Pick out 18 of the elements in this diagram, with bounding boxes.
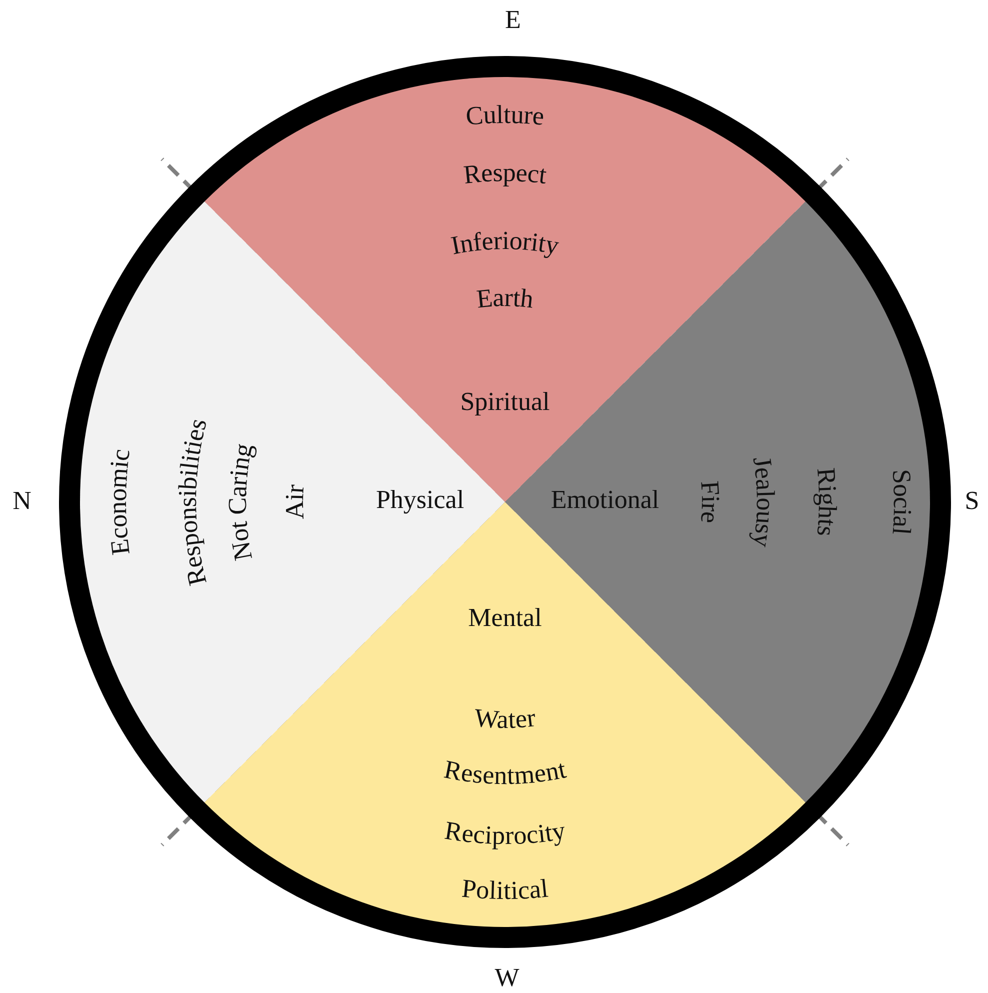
ring-label: Earth — [475, 282, 535, 314]
ring-label: Resentment — [442, 754, 568, 790]
ring-label: Respect — [462, 158, 548, 190]
compass-letter: N — [12, 486, 32, 515]
ring-label: Water — [473, 702, 538, 734]
ring-label: Culture — [464, 100, 546, 131]
quadrant-label: Spiritual — [460, 386, 550, 416]
ring-label: Air — [280, 484, 310, 520]
ring-label: Inferiority — [448, 226, 562, 260]
quadrant-label: Emotional — [550, 484, 660, 514]
ring-label: Reciprocity — [442, 816, 568, 850]
ring-label: Political — [460, 874, 550, 905]
compass-letter: E — [505, 4, 521, 34]
compass-letter: W — [494, 962, 520, 992]
quadrant-label: Mental — [468, 602, 542, 632]
ring-label: Fire — [695, 480, 726, 524]
quadrant-label: Physical — [376, 484, 464, 514]
compass-letter: S — [964, 486, 980, 515]
